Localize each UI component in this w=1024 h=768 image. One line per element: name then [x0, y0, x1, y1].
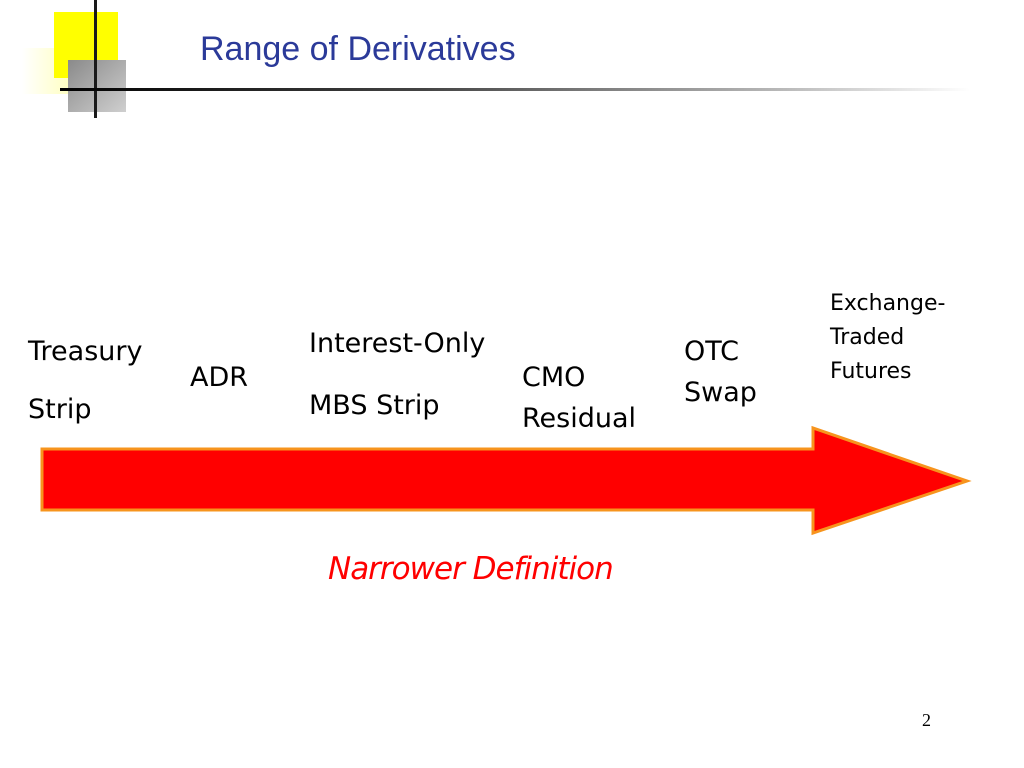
item-cmo-line1: CMO: [522, 362, 586, 393]
corner-decoration-grey-square: [68, 60, 126, 112]
item-interest-only-mbs-strip: Interest-Only MBS Strip: [309, 330, 485, 419]
item-otc-line1: OTC: [684, 336, 740, 367]
item-adr-line1: ADR: [190, 362, 249, 393]
arrow-caption: Narrower Definition: [328, 551, 614, 587]
item-futures-line3: Futures: [830, 359, 912, 384]
slide-title: Range of Derivatives: [200, 30, 516, 68]
item-traded-line2: Traded: [830, 325, 905, 350]
item-mbs-strip-line2: MBS Strip: [309, 390, 440, 421]
item-otc-swap: OTC Swap: [684, 338, 757, 406]
item-adr: ADR: [190, 364, 248, 391]
item-treasury-strip: Treasury Strip: [28, 338, 142, 423]
item-cmo-residual: CMO Residual: [522, 364, 636, 432]
item-swap-line2: Swap: [684, 377, 757, 408]
item-treasury-strip-line2: Strip: [28, 394, 92, 425]
item-exchange-traded-futures: Exchange- Traded Futures: [830, 293, 945, 383]
item-exchange-line1: Exchange-: [830, 291, 946, 316]
item-residual-line2: Residual: [522, 403, 637, 434]
title-underline-rule: [60, 88, 970, 91]
page-number: 2: [922, 710, 931, 730]
spectrum-arrow-shape: [40, 425, 972, 536]
corner-decoration-vertical-line: [94, 0, 97, 118]
item-treasury-strip-line1: Treasury: [28, 336, 143, 367]
item-interest-only-line1: Interest-Only: [309, 328, 486, 359]
